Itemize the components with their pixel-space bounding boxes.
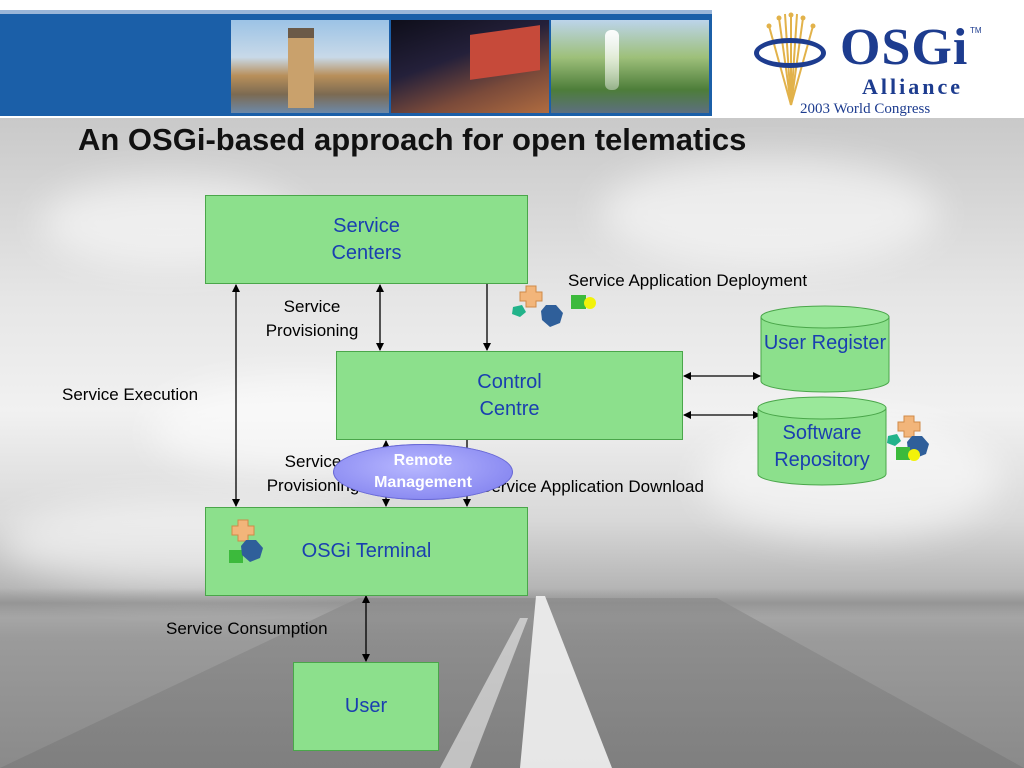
software-repository-label: Software Repository	[774, 422, 870, 471]
service-consumption-label: Service Consumption	[166, 619, 328, 638]
user-box: User	[293, 662, 439, 751]
logo-brand: OSGi	[840, 19, 969, 76]
header-banner: OSGi TM Alliance 2003 World Congress	[0, 0, 1024, 118]
service-execution-label: Service Execution	[62, 385, 199, 404]
logo-congress: 2003 World Congress	[800, 101, 931, 117]
service-centers-box: Service Centers	[205, 195, 528, 284]
park-fountain-photo	[551, 20, 709, 113]
slide-title: An OSGi-based approach for open telemati…	[78, 122, 747, 157]
bundle-blocks-icon	[571, 295, 596, 309]
logo-alliance: Alliance	[862, 74, 963, 99]
service-provisioning-bottom-label: Service Provisioning	[266, 452, 360, 495]
logo-trademark: TM	[970, 26, 982, 35]
bundle-shapes-repository-icon	[887, 415, 929, 461]
software-repository-cylinder	[757, 396, 887, 486]
road-markings	[440, 596, 612, 768]
service-application-deployment-label: Service Application Deployment	[568, 271, 808, 290]
user-register-label: User Register	[763, 332, 887, 354]
user-register-cylinder	[760, 305, 890, 393]
remote-management-overlay: Remote Management	[333, 444, 513, 500]
osgi-alliance-logo: OSGi TM Alliance 2003 World Congress	[750, 4, 1024, 118]
service-application-download-label: Service Application Download	[480, 477, 704, 496]
bundle-shapes-deployment-icon	[512, 285, 563, 327]
bundle-shapes-terminal-icon	[229, 519, 263, 563]
service-provisioning-top-label: Service Provisioning	[265, 297, 359, 340]
control-centre-box: Control Centre	[336, 351, 683, 440]
